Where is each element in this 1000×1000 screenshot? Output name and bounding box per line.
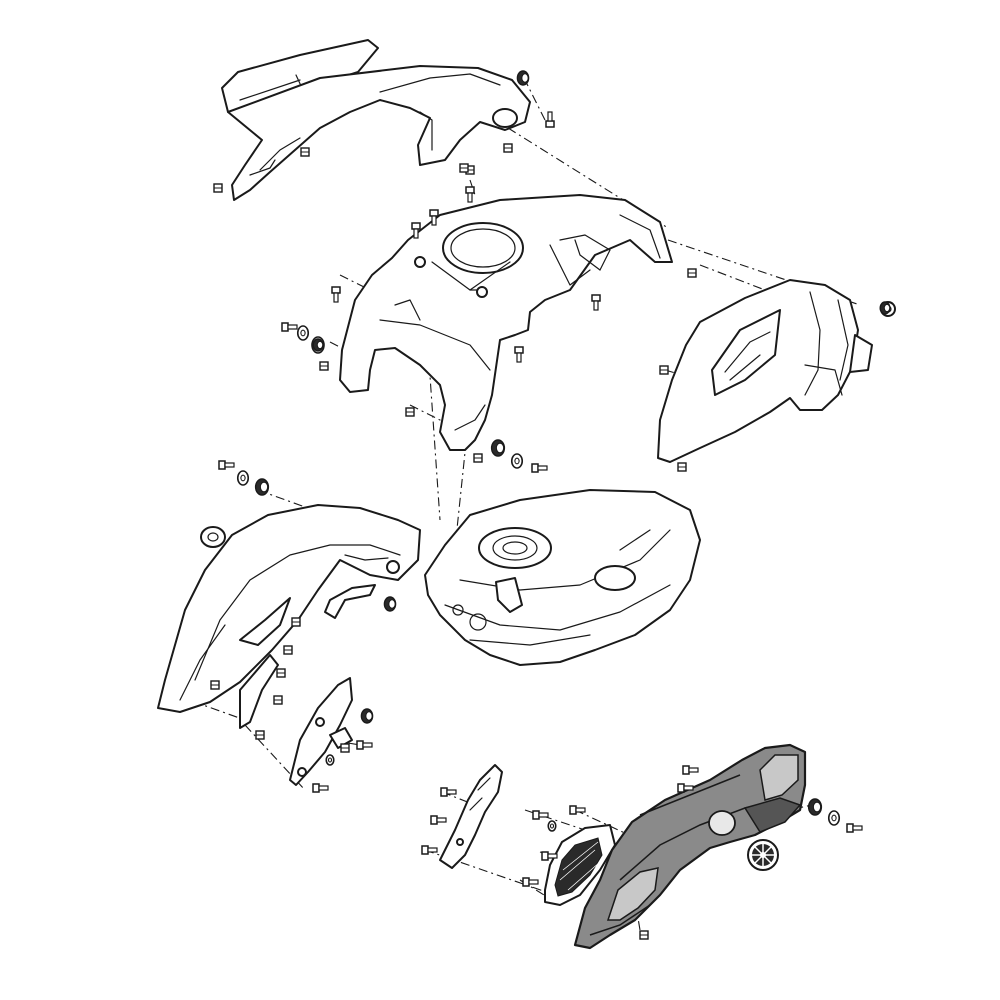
bolt (591, 294, 601, 311)
bolt (411, 222, 421, 239)
clip-nut (283, 645, 293, 655)
fuel-tank (424, 489, 701, 666)
bolt (846, 823, 863, 833)
grille-mesh (554, 837, 603, 897)
grommet (490, 439, 506, 457)
bolt (522, 877, 539, 887)
washer (827, 810, 841, 826)
clip-nut (473, 453, 483, 463)
bolt (545, 111, 555, 128)
clip-nut (300, 147, 310, 157)
fasteners (210, 70, 891, 940)
grommet (360, 708, 374, 724)
bolt (569, 805, 586, 815)
bolt (440, 787, 457, 797)
bolt (429, 209, 439, 226)
washer (510, 453, 524, 469)
bolt (682, 765, 699, 775)
washer (296, 325, 310, 341)
upper-center-cowl (339, 194, 673, 451)
clip-nut (255, 730, 265, 740)
clip-nut (319, 361, 329, 371)
top-rear-cover (221, 39, 531, 201)
bolt (430, 815, 447, 825)
rubber-grommet-part (747, 839, 779, 871)
grommet (807, 798, 823, 816)
bolt (465, 186, 475, 203)
washer (547, 820, 557, 832)
grommet (383, 596, 397, 612)
bolt (677, 783, 694, 793)
cover-upper-vent (759, 754, 799, 801)
clip-nut (340, 743, 350, 753)
cover-lower-vent (606, 867, 659, 921)
washer (325, 754, 335, 766)
clip-nut (405, 407, 415, 417)
lower-left-bracket (439, 764, 503, 869)
bolt (531, 463, 548, 473)
clip-nut (291, 617, 301, 627)
small-bracket (289, 677, 353, 786)
cover-mount-hole (708, 810, 736, 836)
clip-nut (503, 143, 513, 153)
bolt (514, 346, 524, 363)
left-side-shroud (157, 504, 421, 729)
intake-grille-panel (544, 824, 616, 906)
bolt (312, 783, 329, 793)
bolt (356, 740, 373, 750)
clip-nut (210, 680, 220, 690)
clip-nut (659, 365, 669, 375)
clip-nut (213, 183, 223, 193)
washer (236, 470, 250, 486)
clip-nut (677, 462, 687, 472)
bolt (331, 286, 341, 303)
right-side-shroud (657, 279, 896, 463)
grommet (254, 478, 270, 496)
clip-nut (639, 930, 649, 940)
clip-nut (276, 668, 286, 678)
grommet (879, 301, 891, 315)
bolt (541, 851, 558, 861)
bolt (421, 845, 438, 855)
grommet (516, 70, 530, 86)
bolt (218, 460, 235, 470)
clip-nut (687, 268, 697, 278)
clip-nut (459, 163, 469, 173)
clip-nut (273, 695, 283, 705)
highlighted-lower-side-cover (573, 743, 807, 950)
bolt (281, 322, 298, 332)
grommet (312, 338, 324, 352)
bolt (532, 810, 549, 820)
